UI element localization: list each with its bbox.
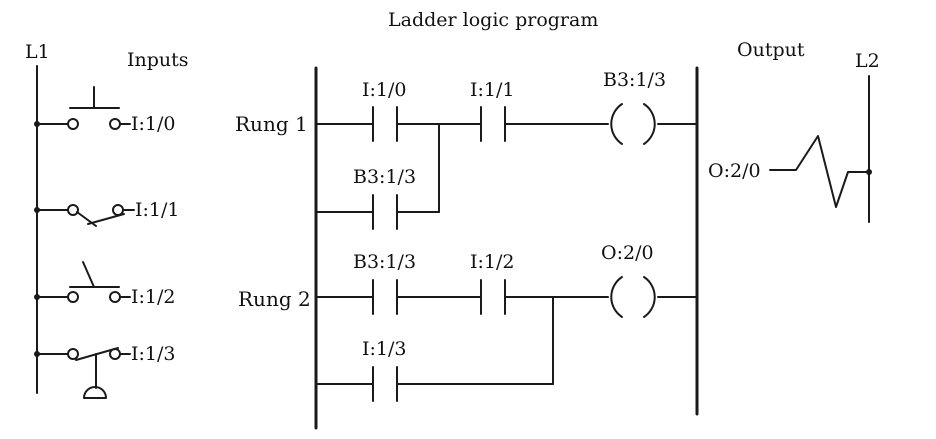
- contact-address-label: I:1/1: [470, 79, 515, 101]
- rung-label: Rung 1: [235, 112, 308, 136]
- input-address-label: I:1/2: [131, 286, 176, 308]
- diagram-title: Ladder logic program: [388, 9, 598, 31]
- input-i12: I:1/2: [34, 261, 176, 308]
- contact-address-label: I:1/3: [362, 338, 407, 360]
- inputs-heading: Inputs: [127, 49, 189, 71]
- rung-1: Rung 1 I:1/0 I:1/1 B3:1/3 B3:1/3: [235, 69, 698, 230]
- output-heading: Output: [737, 39, 805, 61]
- toggle-switch-icon: [69, 261, 120, 288]
- output-o20: O:2/0: [708, 135, 872, 208]
- heater-element-icon: [769, 135, 870, 208]
- coil-address-label: O:2/0: [601, 242, 654, 264]
- contact-b313-seal-in: B3:1/3: [353, 166, 416, 230]
- output-address-label: O:2/0: [708, 160, 761, 182]
- input-i13: I:1/3: [34, 343, 176, 399]
- coil-o20: O:2/0: [601, 242, 656, 318]
- coil-b313: B3:1/3: [603, 69, 666, 145]
- contact-i10: I:1/0: [362, 79, 407, 142]
- limit-switch-icon: [76, 211, 125, 227]
- rung-2: Rung 2 B3:1/3 I:1/2 I:1/3 O:2/0: [238, 242, 698, 402]
- pushbutton-icon: [69, 86, 120, 109]
- rung-label: Rung 2: [238, 287, 311, 311]
- input-address-label: I:1/3: [131, 343, 176, 365]
- contact-i11: I:1/1: [470, 79, 515, 142]
- contact-address-label: I:1/2: [470, 251, 515, 273]
- input-i10: I:1/0: [34, 86, 176, 135]
- contact-b313: B3:1/3: [353, 251, 416, 315]
- contact-address-label: B3:1/3: [353, 166, 416, 188]
- foot-switch-icon: [75, 347, 119, 399]
- l1-label: L1: [25, 41, 50, 63]
- l2-label: L2: [855, 50, 880, 72]
- contact-i13: I:1/3: [362, 338, 407, 402]
- contact-address-label: B3:1/3: [353, 251, 416, 273]
- input-address-label: I:1/1: [135, 199, 180, 221]
- contact-address-label: I:1/0: [362, 79, 407, 101]
- contact-i12: I:1/2: [470, 251, 515, 315]
- input-i11: I:1/1: [34, 199, 180, 227]
- coil-address-label: B3:1/3: [603, 69, 666, 91]
- input-address-label: I:1/0: [131, 113, 176, 135]
